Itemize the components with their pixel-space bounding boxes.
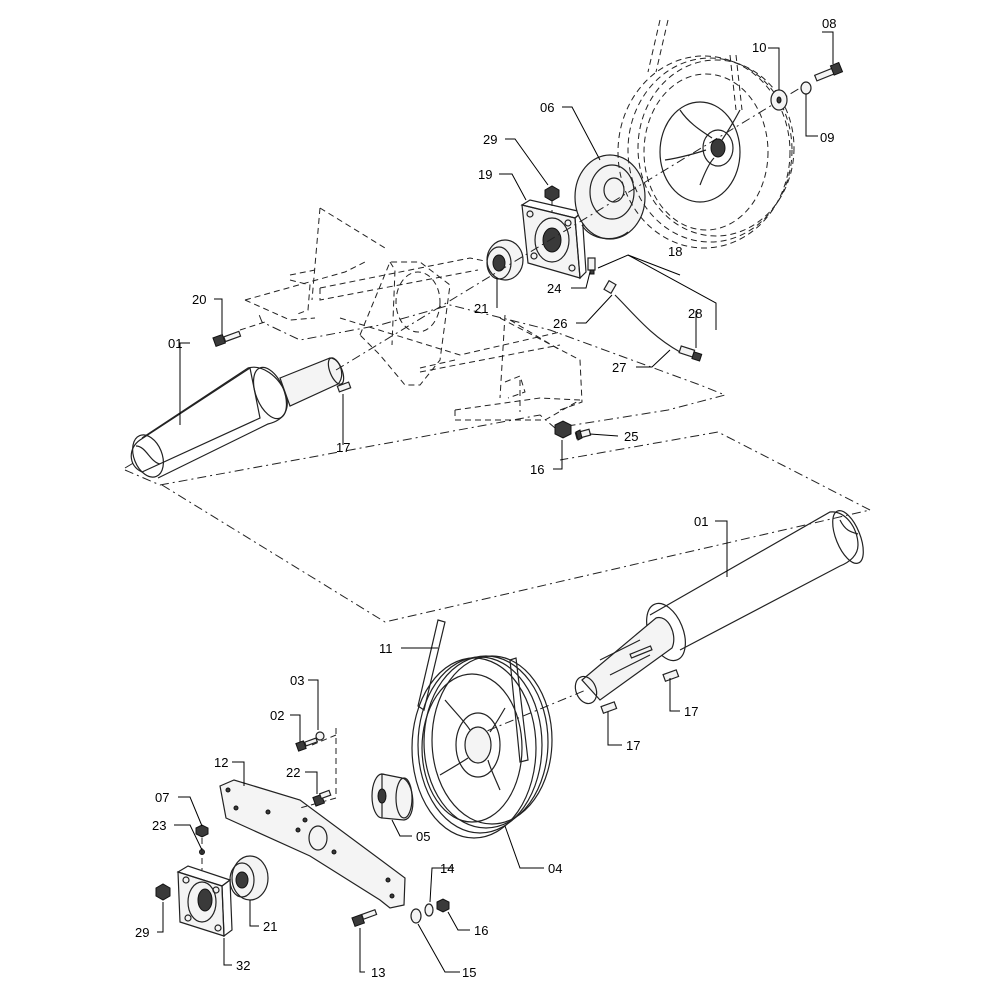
washer-15	[410, 908, 422, 924]
roller-01-upper	[130, 357, 345, 479]
bearing-21-upper	[486, 239, 524, 281]
label-16-lower: 16	[474, 923, 488, 938]
grease-fitting-25	[574, 428, 592, 441]
key-17-lower-a	[662, 669, 680, 682]
label-12: 12	[214, 755, 228, 770]
grease-fitting-24	[587, 257, 596, 275]
bolt-13	[351, 908, 378, 928]
bolt-20	[212, 321, 266, 348]
frame-center-plate	[359, 261, 526, 412]
label-09: 09	[820, 130, 834, 145]
label-01-upper: 01	[168, 336, 182, 351]
label-22: 22	[286, 765, 300, 780]
label-20: 20	[192, 292, 206, 307]
nut-16-lower	[436, 898, 450, 913]
hub-05	[371, 773, 414, 821]
grease-line-assembly-18	[597, 254, 717, 362]
label-01-lower: 01	[694, 514, 708, 529]
label-06: 06	[540, 100, 554, 115]
bearing-21-lower	[229, 855, 269, 901]
key-17-upper	[336, 381, 352, 393]
label-27: 27	[612, 360, 626, 375]
label-28: 28	[688, 306, 702, 321]
pulley-disc-06	[574, 154, 646, 240]
part-labels: 08 10 09 06 29 19 20 01 17 21 24 18 26 2…	[135, 16, 836, 980]
nut-07	[195, 824, 209, 838]
label-14: 14	[440, 861, 454, 876]
bolt-08	[813, 61, 844, 82]
roller-01-lower	[469, 510, 864, 739]
lockwasher-14	[424, 903, 434, 917]
center-axis-upper	[335, 87, 801, 371]
label-29-lower: 29	[135, 925, 149, 940]
bearing-flange-32	[176, 865, 233, 938]
grease-fitting-23	[199, 838, 205, 870]
nut-16-upper	[554, 420, 572, 439]
nut-29-lower	[155, 883, 171, 901]
nut-03	[315, 731, 325, 741]
label-18: 18	[668, 244, 682, 259]
lockwasher-09	[800, 81, 812, 95]
label-04: 04	[548, 861, 562, 876]
label-17-lower-b: 17	[626, 738, 640, 753]
label-21-upper: 21	[474, 301, 488, 316]
bolt-02	[295, 737, 319, 752]
label-17-lower-a: 17	[684, 704, 698, 719]
washer-10	[770, 89, 788, 111]
nut-29-upper	[544, 185, 560, 212]
label-02: 02	[270, 708, 284, 723]
label-03: 03	[290, 673, 304, 688]
frame-lower-dashed	[299, 728, 337, 809]
pulley-04	[411, 619, 553, 839]
bearing-flange-19	[520, 199, 587, 280]
label-08: 08	[822, 16, 836, 31]
label-23: 23	[152, 818, 166, 833]
frame-upper-dashed	[244, 207, 583, 421]
pulley-large-upper	[617, 19, 795, 249]
key-17-lower-b	[600, 701, 618, 714]
label-16-upper: 16	[530, 462, 544, 477]
label-25: 25	[624, 429, 638, 444]
label-21-lower: 21	[263, 919, 277, 934]
label-11: 11	[379, 641, 393, 656]
leader-lines	[157, 31, 834, 973]
label-07: 07	[155, 790, 169, 805]
label-15: 15	[462, 965, 476, 980]
label-10: 10	[752, 40, 766, 55]
label-19: 19	[478, 167, 492, 182]
label-26: 26	[553, 316, 567, 331]
label-17-upper: 17	[336, 440, 350, 455]
bolt-22	[312, 789, 332, 807]
label-24: 24	[547, 281, 561, 296]
label-13: 13	[371, 965, 385, 980]
assembly-boundary-dashed	[124, 304, 871, 623]
mount-plate-12	[219, 779, 406, 909]
label-05: 05	[416, 829, 430, 844]
label-32: 32	[236, 958, 250, 973]
label-29-upper: 29	[483, 132, 497, 147]
